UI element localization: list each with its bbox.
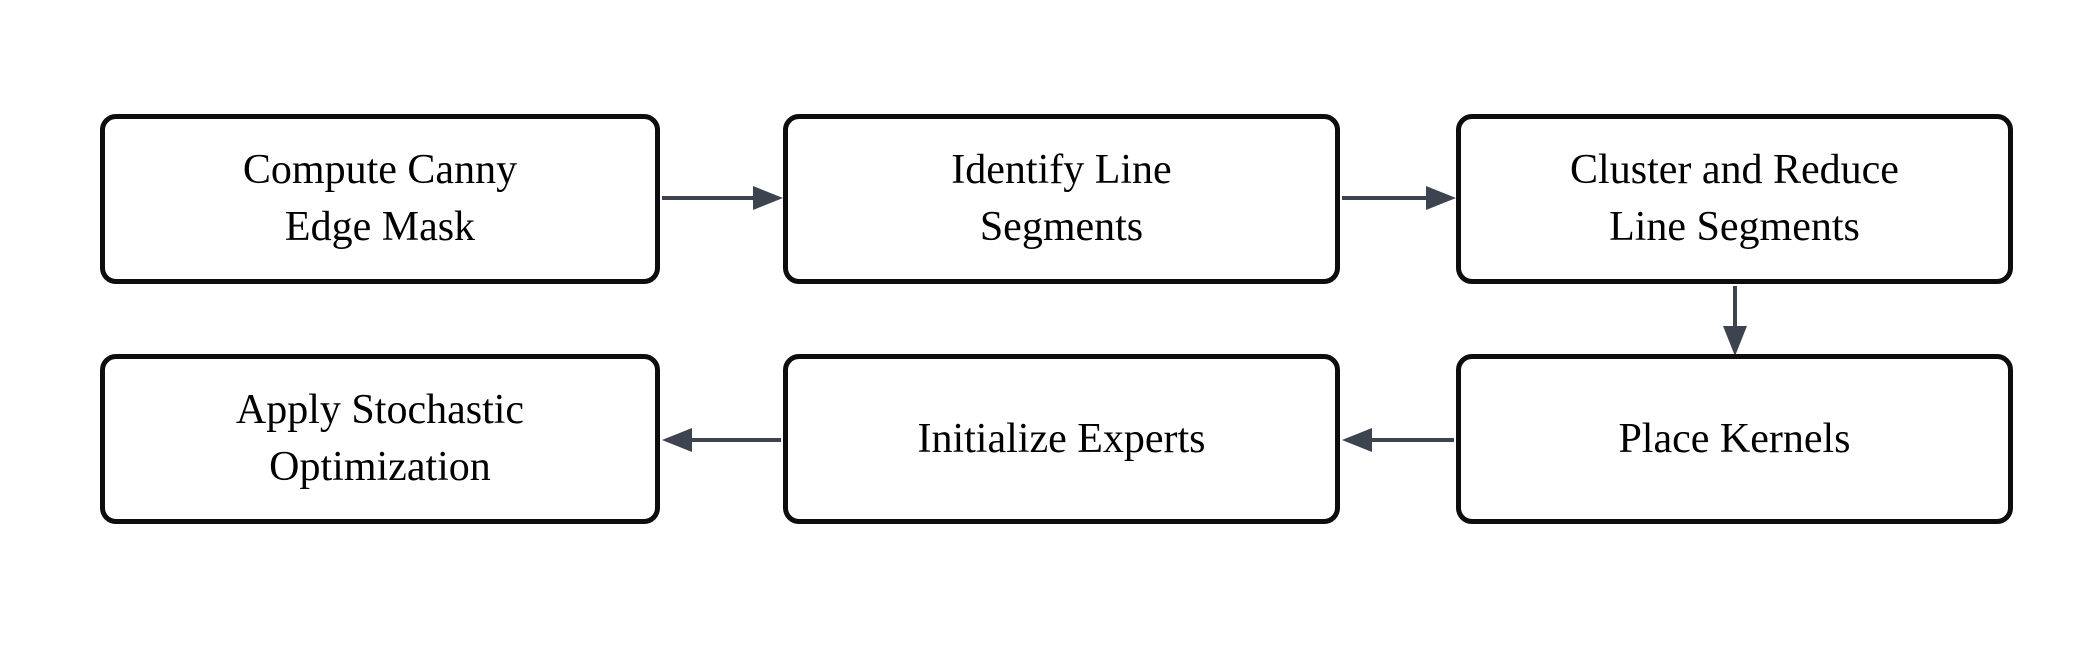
arrow-initialize-experts-to-apply-stochastic-optimization: [662, 428, 781, 452]
node-label: Cluster and Reduce Line Segments: [1570, 147, 1899, 250]
node-place-kernels: Place Kernels: [1456, 354, 2013, 524]
node-cluster-and-reduce-line-segments: Cluster and Reduce Line Segments: [1456, 114, 2013, 284]
node-initialize-experts: Initialize Experts: [783, 354, 1340, 524]
node-apply-stochastic-optimization: Apply Stochastic Optimization: [100, 354, 660, 524]
node-label: Apply Stochastic Optimization: [235, 387, 525, 490]
node-label: Identify Line Segments: [951, 147, 1172, 250]
arrow-identify-line-segments-to-cluster-and-reduce-line-segments: [1342, 186, 1456, 210]
node-compute-canny-edge-mask: Compute Canny Edge Mask: [100, 114, 660, 284]
node-label: Initialize Experts: [917, 415, 1206, 462]
node-label: Compute Canny Edge Mask: [242, 147, 518, 250]
node-identify-line-segments: Identify Line Segments: [783, 114, 1340, 284]
arrow-cluster-and-reduce-line-segments-to-place-kernels: [1723, 286, 1747, 356]
node-label: Place Kernels: [1618, 415, 1851, 462]
arrow-compute-canny-edge-mask-to-identify-line-segments: [662, 186, 783, 210]
arrow-place-kernels-to-initialize-experts: [1342, 428, 1454, 452]
